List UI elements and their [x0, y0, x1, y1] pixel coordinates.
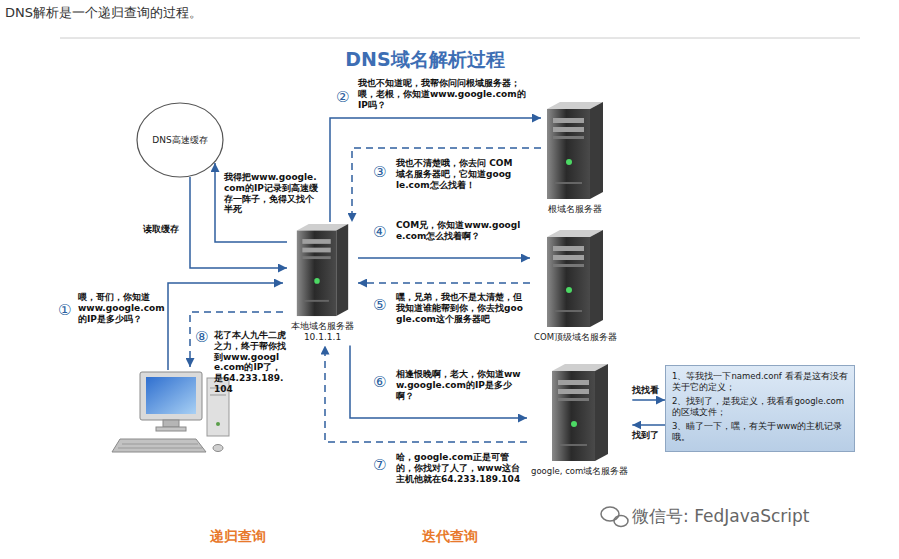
step-text-box: 喂，哥们，你知道www.google.com的IP是多少吗？ [78, 292, 164, 324]
edge-label: 我也不知道呢，我帮你问问根域服务器；喂，老根，你知道www.google.com… [358, 78, 528, 110]
reply-arrow [358, 282, 530, 284]
step-text-box: 花了本人九牛二虎之力，终于帮你找到www.google.com的IP了，是64.… [214, 330, 286, 395]
server-icon [550, 362, 610, 462]
callout-number: ⑤ [373, 296, 393, 314]
edge-label-box: COM兄，你知道www.google.com怎么找着啊？ [396, 220, 528, 242]
query-arrow [358, 257, 530, 259]
title-text: DNS域名解析过程 [280, 47, 570, 73]
edge-label-box: 找找看 [632, 385, 662, 396]
callout-number-box: ⑤ [373, 296, 393, 314]
edge-label: 哈，google.com正是可管的，你找对了人了，www这台主机他就在64.23… [396, 452, 522, 484]
server-label: 10.1.1.1 [291, 332, 354, 343]
server-label: COM顶级域名服务器 [534, 332, 617, 343]
query-arrow [632, 424, 665, 426]
intro-text: DNS解析是一个递归查询的过程。 [5, 4, 325, 22]
watermark: 微信号: FedJavaScript [632, 505, 872, 528]
callout-number: ② [336, 88, 356, 106]
client-computer [112, 372, 229, 452]
edge-label: 我得把www.google.com的IP记录到高速缓存一阵子，免得又找个半死 [224, 172, 320, 215]
server-node: 根域名服务器 [541, 100, 609, 217]
wechat-icon [601, 507, 628, 527]
server-node: COM顶级域名服务器 [530, 228, 621, 345]
server-node: google, com域名服务器 [527, 362, 632, 479]
server-node: 本地域名服务器10.1.1.1 [287, 222, 358, 346]
reply-arrow [352, 148, 541, 222]
server-label: 根域名服务器 [545, 204, 605, 215]
edge-label-box: 我也不知道呢，我帮你问问根域服务器；喂，老根，你知道www.google.com… [358, 78, 528, 110]
callout-number: ⑧ [195, 328, 215, 346]
note-box: 1、等我找一下named.conf 看看是这有没有关于它的定义；2、找到了，是我… [665, 365, 855, 452]
edge-label-box: 相逢恨晚啊，老大，你知道www.google.com的IP是多少啊？ [396, 369, 526, 401]
callout-number: ① [58, 301, 78, 319]
edge-label-box: 哈，google.com正是可管的，你找对了人了，www这台主机他就在64.23… [396, 452, 522, 484]
server-icon [295, 222, 350, 317]
edge-label: 找找看 [632, 385, 662, 396]
callout-number: ⑦ [373, 456, 393, 474]
edge-label: 相逢恨晚啊，老大，你知道www.google.com的IP是多少啊？ [396, 369, 526, 401]
server-icon [545, 100, 605, 200]
cache-ellipse: DNS高速缓存 [136, 102, 224, 178]
edge-label: 找到了 [632, 430, 662, 441]
edge-label: 读取缓存 [143, 224, 185, 235]
note-line: 1、等我找一下named.conf 看看是这有没有关于它的定义； [672, 371, 848, 394]
server-icon [545, 228, 605, 328]
callout-number-box: ⑦ [373, 456, 393, 474]
edge-label-box: 读取缓存 [143, 224, 185, 235]
callout-number: ④ [373, 223, 393, 241]
edge-label: 我也不清楚哦，你去问 COM域名服务器吧，它知道google.com怎么找着！ [396, 158, 514, 190]
reply-arrow [325, 346, 527, 443]
callout-number-box: ③ [373, 163, 393, 181]
header-rule [60, 38, 860, 39]
note-line: 3、瞄了一下，嘿，有关于www的主机记录哦。 [672, 421, 848, 444]
edge-label-box: 找到了 [632, 430, 662, 441]
callout-number-box: ⑧ [195, 328, 215, 346]
query-arrow [632, 399, 665, 401]
cache-label: DNS高速缓存 [152, 134, 207, 147]
edge-label-box: 嘿，兄弟，我也不是太清楚，但我知道谁能帮到你，你去找google.com这个服务… [396, 292, 524, 324]
diagram-title: DNS域名解析过程 [280, 47, 570, 73]
callout-number-box: ② [336, 88, 356, 106]
intro-text-box: DNS解析是一个递归查询的过程。 [5, 4, 325, 22]
edge-label: COM兄，你知道www.google.com怎么找着啊？ [396, 220, 528, 242]
section-caption: 迭代查询 [422, 528, 512, 546]
edge-label: 嘿，兄弟，我也不是太清楚，但我知道谁能帮到你，你去找google.com这个服务… [396, 292, 524, 324]
callout-number: ③ [373, 163, 393, 181]
query-arrow [350, 346, 527, 419]
watermark-box: 微信号: FedJavaScript [632, 505, 872, 528]
callout-number-box: ④ [373, 223, 393, 241]
step-text: 喂，哥们，你知道www.google.com的IP是多少吗？ [78, 292, 164, 324]
callout-number-box: ① [58, 301, 78, 319]
section-caption: 递归查询 [210, 528, 300, 546]
server-label: google, com域名服务器 [531, 466, 628, 477]
edge-label-box: 我也不清楚哦，你去问 COM域名服务器吧，它知道google.com怎么找着！ [396, 158, 514, 190]
callout-number: ⑥ [373, 373, 393, 391]
note-line: 2、找到了，是我定义，我看看google.com的区域文件； [672, 396, 848, 419]
section-caption-box: 迭代查询 [422, 528, 512, 546]
server-label: 本地域名服务器 [291, 321, 354, 332]
edge-label-box: 我得把www.google.com的IP记录到高速缓存一阵子，免得又找个半死 [224, 172, 320, 215]
callout-number-box: ⑥ [373, 373, 393, 391]
step-text: 花了本人九牛二虎之力，终于帮你找到www.google.com的IP了，是64.… [214, 330, 286, 395]
query-arrow [330, 118, 541, 222]
section-caption-box: 递归查询 [210, 528, 300, 546]
